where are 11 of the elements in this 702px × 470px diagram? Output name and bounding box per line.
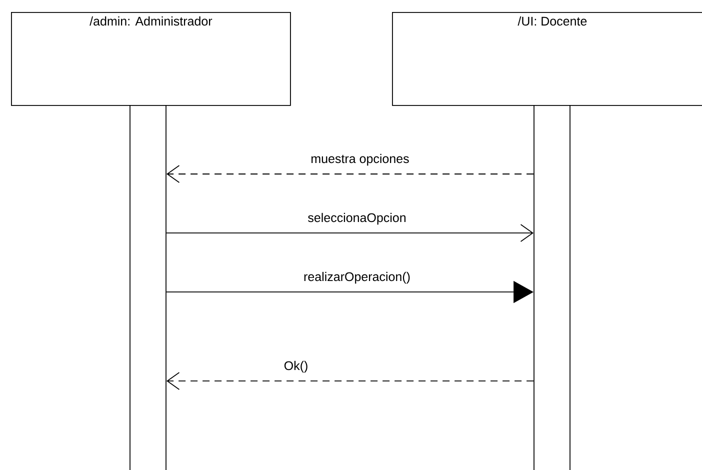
lifeline-head-box: /admin: Administrador: [11, 12, 291, 106]
message-arrow: [166, 224, 534, 242]
message-arrow: [166, 372, 534, 390]
lifeline-head-box: /UI: Docente: [392, 12, 702, 106]
message-arrow: [166, 165, 534, 183]
activation-bar: [534, 105, 570, 470]
edge-label: realizarOperacion(): [304, 272, 410, 284]
activation-bar: [130, 105, 166, 470]
edge-label: Ok(): [284, 360, 308, 373]
edge-label: muestra opciones: [312, 154, 409, 166]
edge-label: seleccionaOpcion: [308, 212, 406, 225]
